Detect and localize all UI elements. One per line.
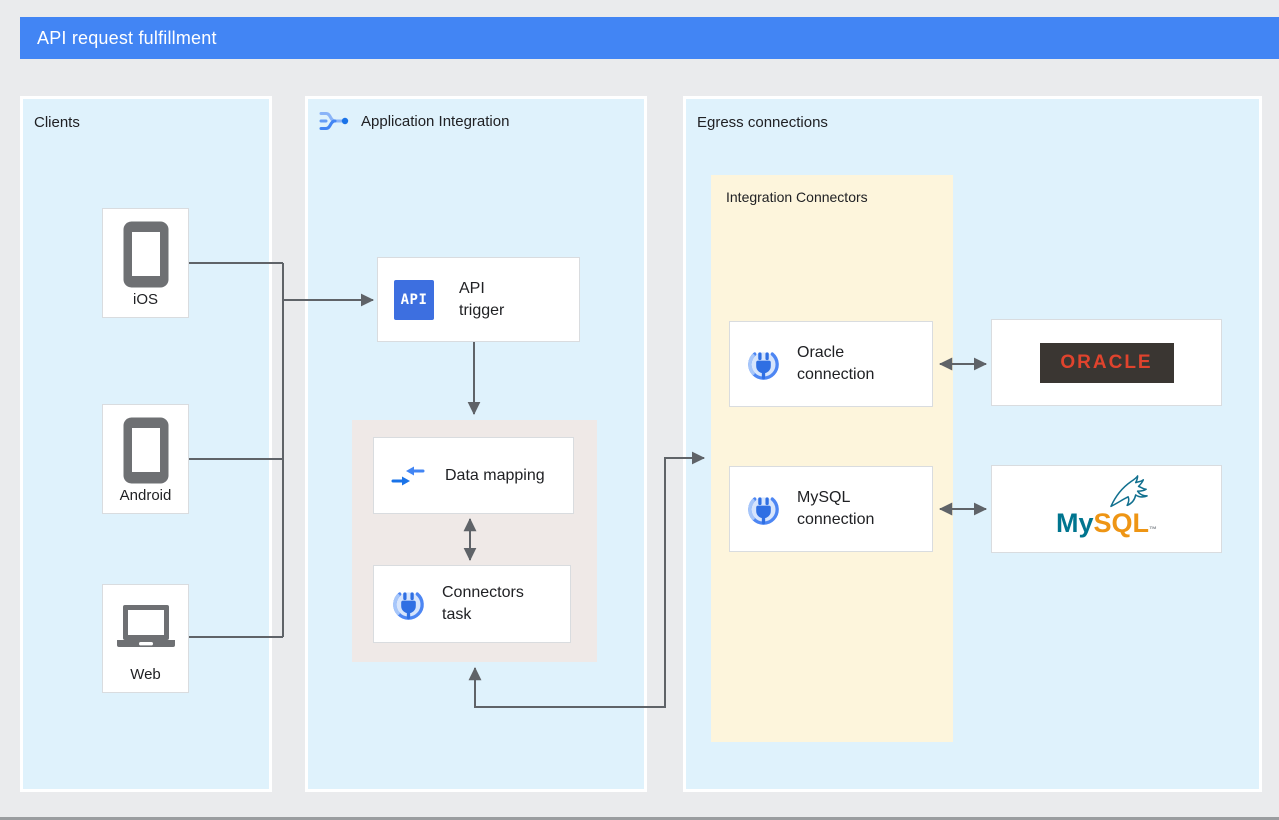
oracle-connection-label: Oracle connection [797, 344, 875, 383]
mysql-logo: MySQL™ [992, 466, 1221, 552]
egress-zone-title: Egress connections [697, 114, 828, 131]
diagram-title: API request fulfillment [37, 27, 217, 48]
mysql-connection-node: MySQL connection [729, 466, 933, 552]
oracle-connection-node: Oracle connection [729, 321, 933, 407]
mysql-dolphin-icon [1107, 475, 1153, 513]
smartphone-icon [123, 417, 169, 484]
oracle-endpoint-card: ORACLE [991, 319, 1222, 406]
laptop-icon [116, 605, 176, 650]
application-integration-header: Application Integration [318, 105, 509, 137]
smartphone-icon [123, 221, 169, 288]
data-mapping-icon [391, 463, 425, 489]
api-trigger-node: API API trigger [377, 257, 580, 342]
client-label-ios: iOS [132, 291, 158, 308]
data-mapping-node: Data mapping [373, 437, 574, 514]
connectors-task-label: Connectors task [442, 584, 524, 623]
integration-connectors-title: Integration Connectors [726, 189, 868, 205]
api-trigger-label: API trigger [459, 279, 505, 319]
api-trigger-icon: API [394, 279, 434, 320]
mysql-wordmark: MySQL™ [1055, 508, 1158, 538]
connectors-task-node: Connectors task [373, 565, 571, 643]
mysql-endpoint-card: MySQL™ [991, 465, 1222, 553]
client-label-android: Android [119, 487, 172, 504]
client-card-ios: iOS [102, 208, 189, 318]
application-integration-icon [318, 105, 350, 137]
mysql-connection-label: MySQL connection [797, 489, 875, 528]
oracle-logo: ORACLE [1039, 342, 1174, 383]
clients-zone-title: Clients [34, 114, 80, 131]
integration-connectors-group: Integration Connectors [711, 175, 953, 742]
connector-plug-icon [744, 345, 783, 384]
diagram-title-bar: API request fulfillment [20, 17, 1279, 59]
client-label-web: Web [130, 666, 161, 683]
window-bottom-edge [0, 817, 1279, 820]
application-integration-title: Application Integration [361, 112, 510, 130]
connector-plug-icon [389, 585, 428, 624]
connector-plug-icon [744, 490, 783, 529]
client-card-android: Android [102, 404, 189, 514]
client-card-web: Web [102, 584, 189, 693]
data-mapping-label: Data mapping [445, 466, 545, 484]
